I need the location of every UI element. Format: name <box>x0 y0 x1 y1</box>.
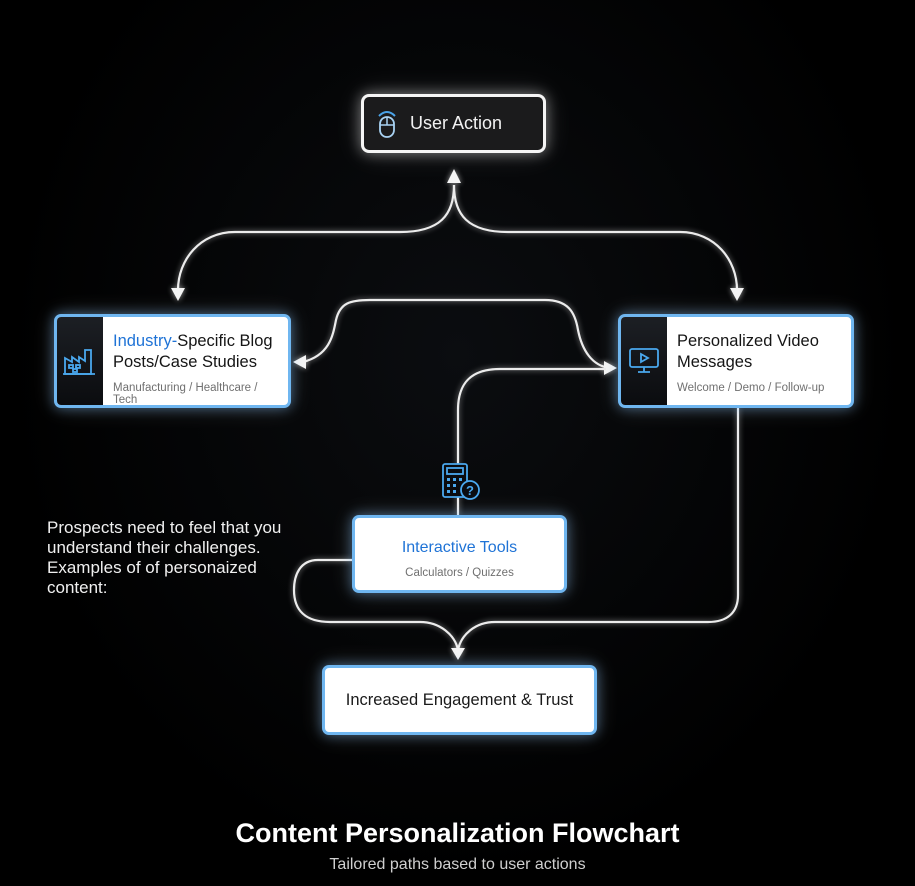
explanatory-note: Prospects need to feel that you understa… <box>47 518 282 597</box>
diagram-subtitle: Tailored paths based to user actions <box>329 856 586 873</box>
connector-video-to-engagement <box>456 408 740 651</box>
arrowhead-down-video <box>730 288 744 301</box>
blog-title: Industry-Specific Blog Posts/Case Studie… <box>113 331 278 373</box>
calculator-question-icon: ? <box>442 463 480 500</box>
mouse-icon <box>378 110 396 138</box>
blog-title-rest: Specific Blog Posts/Case Studies <box>113 332 273 371</box>
node-interactive-tools[interactable]: Interactive Tools Calculators / Quizzes <box>352 515 567 593</box>
node-icon-panel <box>57 317 103 405</box>
video-monitor-icon <box>629 348 659 373</box>
arrowhead-down-engagement <box>451 648 465 660</box>
node-user-action[interactable]: User Action <box>361 94 546 153</box>
video-title: Personalized Video Messages <box>677 332 819 371</box>
connector-user-action-to-video <box>452 184 739 291</box>
arrowhead-up-user-action <box>447 169 461 183</box>
factory-icon <box>63 349 95 375</box>
video-subtitle: Welcome / Demo / Follow-up <box>677 382 825 394</box>
node-increased-engagement[interactable]: Increased Engagement & Trust <box>322 665 597 735</box>
connector-blog-video <box>302 298 611 370</box>
svg-text:?: ? <box>466 483 474 498</box>
engagement-title: Increased Engagement & Trust <box>345 690 574 709</box>
diagram-title: Content Personalization Flowchart <box>235 818 680 848</box>
arrowhead-down-blog <box>171 288 185 301</box>
connector-tools-to-video <box>456 367 606 515</box>
blog-subtitle: Manufacturing / Healthcare / Tech <box>113 382 258 406</box>
connector-tools-to-engagement <box>292 558 460 651</box>
user-action-label: User Action <box>410 113 503 133</box>
blog-title-accent: Industry- <box>113 332 178 350</box>
node-industry-blog[interactable]: Industry-Specific Blog Posts/Case Studie… <box>54 314 291 408</box>
connector-to-user-action <box>176 184 456 291</box>
tools-subtitle: Calculators / Quizzes <box>405 567 514 579</box>
arrowhead-left-blog <box>293 355 306 369</box>
node-personalized-video[interactable]: Personalized Video Messages Welcome / De… <box>618 314 854 408</box>
node-icon-panel <box>621 317 667 405</box>
arrowhead-right-video <box>604 361 617 375</box>
tools-title: Interactive Tools <box>401 539 518 556</box>
